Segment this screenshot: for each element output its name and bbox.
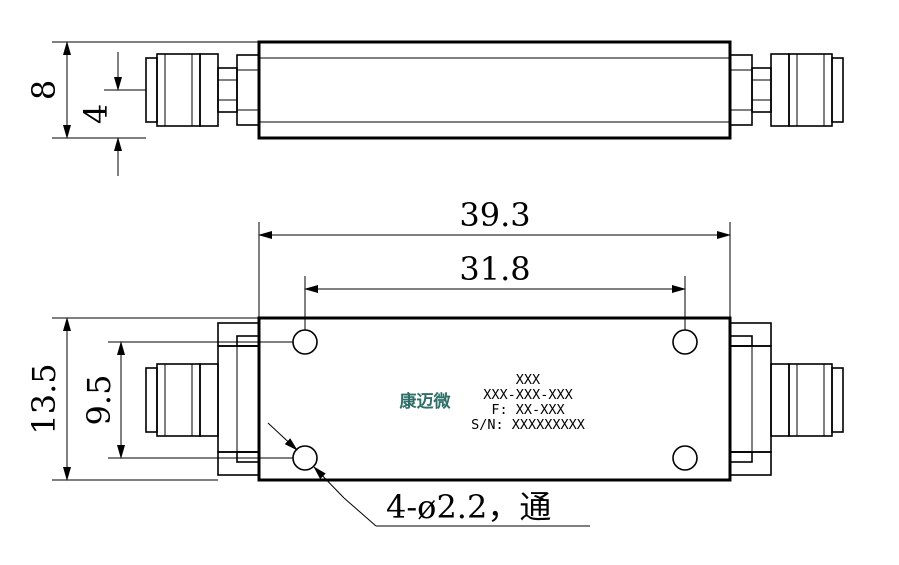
side-view-body — [257, 40, 732, 140]
dim-overall-height-text: 13.5 — [25, 363, 63, 434]
brand-logo: 康迈微 — [400, 391, 452, 412]
mounting-hole-bottom-right — [672, 445, 698, 471]
label-line-4: S/N: XXXXXXXXX — [471, 417, 585, 433]
dim-side-height: 8 — [25, 41, 259, 139]
dim-side-center-text: 4 — [77, 104, 115, 124]
product-label: 康迈微 XXX XXX-XXX-XXX F: XX-XXX S/N: XXXXX… — [400, 372, 585, 433]
dim-overall-length-text: 39.3 — [459, 196, 530, 234]
label-line-2: XXX-XXX-XXX — [483, 387, 572, 403]
dim-side-height-text: 8 — [25, 80, 63, 100]
mounting-hole-top-left — [292, 329, 318, 355]
dim-side-center: 4 — [77, 52, 146, 176]
top-view: 康迈微 XXX XXX-XXX-XXX F: XX-XXX S/N: XXXXX… — [25, 196, 844, 527]
top-right-connector — [729, 322, 844, 476]
hole-callout: 4-ø2.2，通 — [267, 422, 590, 527]
mounting-hole-top-right — [672, 329, 698, 355]
dim-overall-height: 13.5 — [25, 317, 259, 481]
side-left-connector — [145, 53, 260, 127]
dim-overall-length: 39.3 — [258, 196, 731, 318]
dim-hole-spacing-y-text: 9.5 — [80, 375, 118, 426]
dim-hole-spacing-x-text: 31.8 — [459, 250, 530, 288]
side-right-connector — [729, 53, 844, 127]
label-line-3: F: XX-XXX — [491, 402, 564, 418]
side-view: 8 4 — [25, 40, 844, 176]
dim-hole-spacing-y: 9.5 — [80, 341, 293, 459]
dim-hole-spacing-x: 31.8 — [304, 250, 686, 330]
label-line-1: XXX — [516, 372, 540, 388]
top-left-connector — [145, 322, 260, 476]
hole-callout-text: 4-ø2.2，通 — [386, 488, 551, 526]
